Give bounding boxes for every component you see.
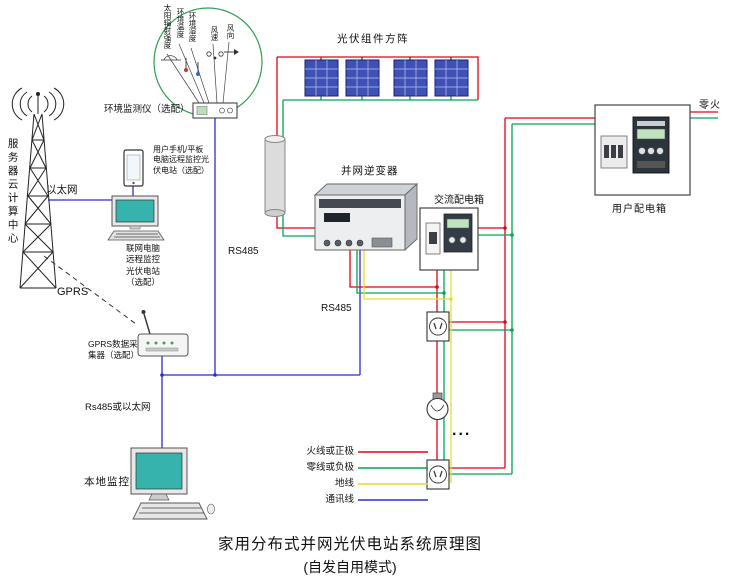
sensor-label-humidity: 环境湿度 xyxy=(188,12,197,42)
dc-surge-cylinder xyxy=(264,135,286,217)
ac-distribution-box xyxy=(419,207,479,271)
legend-label-ground: 地线 xyxy=(334,478,354,489)
grid-inverter-unit xyxy=(313,182,419,252)
page-subtitle: (自发自用模式) xyxy=(303,559,397,575)
light-bulb-icon xyxy=(426,392,449,421)
more-loads-dots: ... xyxy=(452,422,472,439)
ethernet-label: 以太网 xyxy=(46,184,78,196)
legend-label-live: 火线或正极 xyxy=(306,446,354,457)
gprs-collector-note: GPRS数据采集器（选配） xyxy=(88,339,140,361)
pv-panel xyxy=(345,59,380,97)
comm-wires xyxy=(48,118,361,448)
gprs-label: GPRS xyxy=(57,286,89,298)
pv-panel xyxy=(393,59,428,97)
pv-panel xyxy=(434,59,469,97)
legend-label-neutral: 零线或负极 xyxy=(306,462,354,473)
user-box-label: 用户配电箱 xyxy=(612,204,667,215)
gprs-wireless-link xyxy=(43,255,137,325)
phone-remote-note: 用户手机/平板电脑远程监控光伏电站（选配） xyxy=(153,145,209,175)
smartphone-icon xyxy=(123,149,144,187)
desktop-computer-icon xyxy=(107,195,165,241)
gprs-router-icon xyxy=(137,310,189,357)
neutral-live-label: 零火 xyxy=(699,100,721,111)
local-monitor-computer-icon xyxy=(130,447,215,520)
radio-tower-icon xyxy=(11,87,65,289)
rs485-label-a: RS485 xyxy=(228,246,259,257)
power-outlet xyxy=(426,459,450,490)
pv-panel xyxy=(304,59,339,97)
local-monitor-label: 本地监控 xyxy=(84,476,130,488)
pv-array-label: 光伏组件方阵 xyxy=(337,33,409,45)
neutral-wires xyxy=(282,96,718,478)
page-title: 家用分布式并网光伏电站系统原理图 xyxy=(217,536,482,553)
ground-wires xyxy=(363,250,453,483)
rs485-or-ethernet-label: Rs485或以太网 xyxy=(85,402,151,413)
sensor-label-wind-direction: 风向 xyxy=(226,24,235,39)
env-monitor-label: 环境监测仪（选配） xyxy=(104,104,190,115)
user-distribution-box xyxy=(594,104,691,196)
sensor-label-radiation: 太阳辐射强度 xyxy=(163,4,172,49)
legend-label-comm: 通讯线 xyxy=(325,494,354,505)
legend-lines xyxy=(358,451,428,501)
pv-panel-array xyxy=(304,59,469,97)
sensor-label-wind-speed: 风速 xyxy=(210,26,219,41)
inverter-label: 并网逆变器 xyxy=(341,165,399,177)
ac-box-label: 交流配电箱 xyxy=(434,195,484,206)
power-outlet xyxy=(426,311,450,342)
server-cloud-center-label: 服务器云计算中心 xyxy=(6,138,19,246)
pc-remote-note: 联网电脑远程监控光伏电站（选配） xyxy=(126,243,161,288)
rs485-label-b: RS485 xyxy=(321,303,352,314)
env-sensor-box xyxy=(192,102,238,119)
sensor-label-temperature: 环境温度 xyxy=(176,8,185,38)
